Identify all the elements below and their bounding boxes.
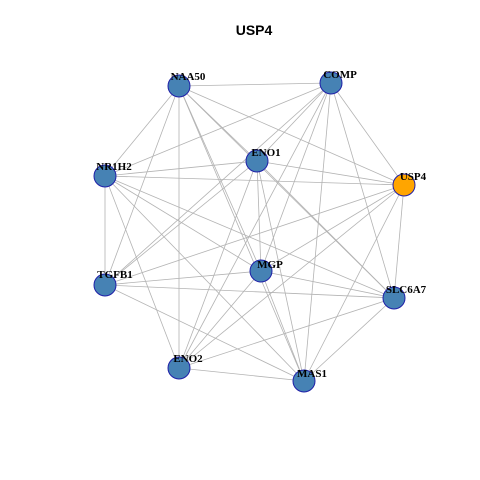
edge-mgp-slc6a7 bbox=[260, 270, 395, 299]
edge-comp-nr1h2 bbox=[104, 82, 332, 177]
node-label-mas1: MAS1 bbox=[297, 368, 327, 380]
edge-eno2-mas1 bbox=[178, 367, 305, 382]
edge-eno1-slc6a7 bbox=[256, 160, 395, 299]
node-slc6a7: SLC6A7 bbox=[382, 284, 427, 310]
edge-nr1h2-usp4 bbox=[104, 175, 405, 186]
node-circle-slc6a7 bbox=[382, 286, 406, 310]
node-label-usp4: USP4 bbox=[400, 171, 427, 183]
edge-comp-mgp bbox=[260, 82, 332, 272]
edge-naa50-nr1h2 bbox=[104, 85, 180, 177]
edge-nr1h2-eno2 bbox=[104, 175, 180, 369]
edge-tgfb1-mas1 bbox=[104, 284, 305, 382]
node-circle-eno2 bbox=[167, 356, 191, 380]
edge-usp4-slc6a7 bbox=[393, 184, 405, 299]
edge-slc6a7-mas1 bbox=[303, 297, 395, 382]
edge-eno1-nr1h2 bbox=[104, 160, 258, 177]
edge-comp-mas1 bbox=[303, 82, 332, 382]
diagram-title: USP4 bbox=[236, 22, 273, 38]
node-circle-mas1 bbox=[292, 369, 316, 393]
node-label-mgp: MGP bbox=[257, 259, 283, 271]
edge-eno1-tgfb1 bbox=[104, 160, 258, 286]
edge-naa50-usp4 bbox=[178, 85, 405, 186]
edge-naa50-comp bbox=[178, 82, 332, 87]
edge-usp4-mgp bbox=[260, 184, 405, 272]
node-circle-tgfb1 bbox=[93, 273, 117, 297]
node-tgfb1: TGFB1 bbox=[93, 269, 133, 297]
node-comp: COMP bbox=[319, 69, 357, 95]
edge-eno1-mgp bbox=[256, 160, 262, 272]
edge-mgp-eno2 bbox=[178, 270, 262, 369]
node-label-eno2: ENO2 bbox=[173, 353, 203, 365]
edge-usp4-eno2 bbox=[178, 184, 405, 369]
edge-usp4-tgfb1 bbox=[104, 184, 405, 286]
edge-eno1-eno2 bbox=[178, 160, 258, 369]
edge-usp4-mas1 bbox=[303, 184, 405, 382]
edge-comp-usp4 bbox=[330, 82, 405, 186]
edge-eno1-usp4 bbox=[256, 160, 405, 186]
node-label-comp: COMP bbox=[323, 69, 357, 81]
node-usp4: USP4 bbox=[392, 171, 427, 197]
edge-nr1h2-mgp bbox=[104, 175, 262, 272]
edge-comp-slc6a7 bbox=[330, 82, 395, 299]
node-circle-eno1 bbox=[245, 149, 269, 173]
edge-layer bbox=[104, 82, 405, 382]
edge-tgfb1-mgp bbox=[104, 270, 262, 286]
edge-comp-eno2 bbox=[178, 82, 332, 369]
node-label-slc6a7: SLC6A7 bbox=[386, 284, 427, 296]
node-circle-nr1h2 bbox=[93, 164, 117, 188]
edge-mgp-mas1 bbox=[260, 270, 305, 382]
node-circle-usp4 bbox=[392, 173, 416, 197]
node-label-tgfb1: TGFB1 bbox=[97, 269, 132, 281]
edge-comp-tgfb1 bbox=[104, 82, 332, 286]
node-eno1: ENO1 bbox=[245, 147, 281, 173]
node-label-nr1h2: NR1H2 bbox=[96, 161, 132, 173]
node-circle-comp bbox=[319, 71, 343, 95]
edge-tgfb1-slc6a7 bbox=[104, 284, 395, 299]
edge-eno1-mas1 bbox=[256, 160, 305, 382]
edge-comp-eno1 bbox=[256, 82, 332, 162]
edge-nr1h2-mas1 bbox=[104, 175, 305, 382]
node-nr1h2: NR1H2 bbox=[93, 161, 132, 188]
edge-naa50-tgfb1 bbox=[104, 85, 180, 286]
node-label-eno1: ENO1 bbox=[251, 147, 280, 159]
edge-eno2-slc6a7 bbox=[178, 297, 395, 369]
node-mas1: MAS1 bbox=[292, 368, 327, 393]
node-circle-naa50 bbox=[167, 74, 191, 98]
node-mgp: MGP bbox=[249, 259, 283, 283]
node-eno2: ENO2 bbox=[167, 353, 203, 380]
node-label-naa50: NAA50 bbox=[171, 71, 206, 83]
node-circle-mgp bbox=[249, 259, 273, 283]
node-naa50: NAA50 bbox=[167, 71, 206, 98]
